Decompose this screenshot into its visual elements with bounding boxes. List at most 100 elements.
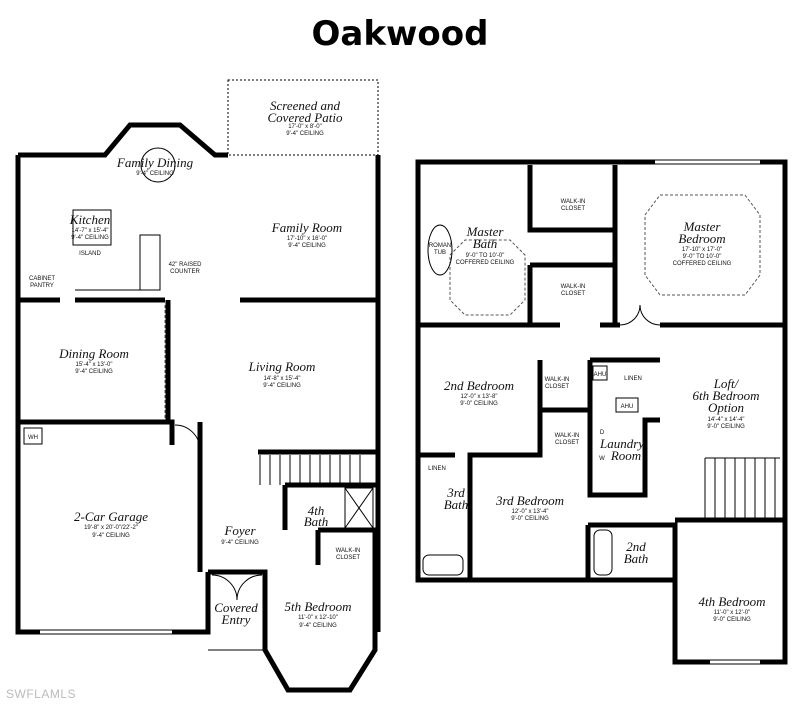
- room-size: 14'-4" x 14'-4": [708, 417, 745, 423]
- closet-label: CLOSET: [555, 440, 579, 446]
- counter-label: COUNTER: [170, 269, 200, 275]
- closet-label: CLOSET: [545, 384, 569, 390]
- ahu-label: AHU: [621, 404, 634, 410]
- room-master-bath: ROMAN TUB Master Bath 9'-0" TO 10'-0" CO…: [429, 224, 515, 266]
- plan-title: Oakwood: [311, 14, 489, 54]
- room-name: 2nd: [626, 539, 646, 554]
- tub-label: TUB: [434, 250, 446, 256]
- room-name: 2-Car Garage: [74, 509, 148, 524]
- room-size: 11'-0" x 12'-0": [714, 610, 750, 616]
- washer-label: W: [599, 456, 605, 462]
- room-ceiling: 9'-4" CEILING: [288, 243, 326, 249]
- room-name: Living Room: [248, 359, 316, 374]
- room-3rd-bedroom: 3rd Bedroom 12'-0" x 13'-4" 9'-0" CEILIN…: [495, 493, 564, 522]
- room-3rd-bath: 3rd Bath: [444, 485, 469, 512]
- room-name: Covered Patio: [268, 110, 343, 125]
- room-dining-room: Dining Room 15'-4" x 13'-0" 9'-4" CEILIN…: [58, 346, 129, 375]
- room-name: Kitchen: [69, 212, 110, 227]
- room-4th-bath: 4th Bath: [304, 503, 329, 529]
- room-patio: Screened and Covered Patio 17'-0" x 8'-0…: [268, 98, 343, 137]
- room-walk-in-closet-a: WALK-IN CLOSET: [561, 199, 586, 212]
- ahu-label: AHU: [594, 372, 607, 378]
- room-ceiling: 9'-0" TO 10'-0": [466, 253, 505, 259]
- pantry-label: PANTRY: [30, 283, 54, 289]
- second-floor-walls: [415, 159, 788, 665]
- room-name: Option: [708, 400, 744, 415]
- room-size: 14'-8" x 15'-4": [264, 376, 301, 382]
- room-name: Screened and: [270, 98, 340, 113]
- closet-label: CLOSET: [561, 206, 585, 212]
- room-name: 5th Bedroom: [284, 599, 351, 614]
- room-size: 17'-10" x 17'-0": [682, 247, 722, 253]
- ahu-unit: [615, 397, 639, 413]
- room-2nd-bedroom: 2nd Bedroom 12'-0" x 13'-8" 9'-0" CEILIN…: [444, 378, 514, 407]
- room-ceiling: 9'-4" CEILING: [299, 623, 337, 629]
- closet-label: CLOSET: [561, 291, 585, 297]
- closet-label: CLOSET: [336, 555, 360, 561]
- room-name: 2nd Bedroom: [444, 378, 514, 393]
- watermark: SWFLAMLS: [6, 687, 77, 701]
- room-living-room: Living Room 14'-8" x 15'-4" 9'-4" CEILIN…: [248, 359, 316, 389]
- island-label: ISLAND: [79, 251, 101, 257]
- room-kitchen: Kitchen 14'-7" x 15'-4" 9'-4" CEILING IS…: [29, 212, 202, 289]
- room-name: Master: [683, 219, 722, 234]
- closet-label: WALK-IN: [561, 199, 586, 205]
- room-2nd-bath: 2nd Bath: [624, 539, 649, 566]
- water-heater-label: WH: [28, 435, 38, 441]
- room-name: Loft/: [713, 376, 740, 391]
- room-name: Bath: [624, 551, 649, 566]
- room-name: 4th: [308, 503, 325, 518]
- room-walk-in-closet-c: WALK-IN CLOSET: [545, 377, 570, 390]
- room-ceiling: 9'-4" CEILING: [71, 235, 109, 241]
- room-family-room: Family Room 17'-10" x 16'-0" 9'-4" CEILI…: [271, 220, 342, 249]
- room-ceiling: 9'-0" CEILING: [460, 401, 498, 407]
- room-size: 12'-0" x 13'-4": [512, 509, 549, 515]
- room-ceiling: 9'-0" CEILING: [511, 516, 549, 522]
- room-ceiling: 9'-4" CEILING: [263, 383, 301, 389]
- room-name: Family Room: [271, 220, 342, 235]
- room-ceiling: 9'-0" CEILING: [713, 617, 751, 623]
- room-name: 3rd Bedroom: [495, 493, 564, 508]
- room-name: 6th Bedroom: [692, 388, 759, 403]
- room-name: Laundry: [599, 436, 644, 451]
- room-foyer: Foyer 9'-4" CEILING: [221, 523, 259, 546]
- linen-label: LINEN: [428, 466, 446, 472]
- room-name: 4th Bedroom: [698, 594, 765, 609]
- dryer-label: D: [600, 430, 605, 436]
- room-ceiling: 9'-0" CEILING: [707, 424, 745, 430]
- room-master-bedroom: Master Bedroom 17'-10" x 17'-0" 9'-0" TO…: [673, 219, 732, 267]
- room-name: Entry: [221, 612, 251, 627]
- room-garage: WH 2-Car Garage 19'-8" x 20'-0"/22'-2" 9…: [28, 435, 148, 539]
- counter-label: 42" RAISED: [169, 262, 202, 268]
- room-size: 14'-7" x 15'-4": [72, 228, 109, 234]
- room-walk-in-closet: WALK-IN CLOSET: [336, 548, 361, 561]
- room-size: 11'-0" x 12'-10": [298, 615, 338, 621]
- room-ceiling: 9'-4" CEILING: [286, 131, 324, 137]
- room-5th-bedroom: 5th Bedroom 11'-0" x 12'-10" 9'-4" CEILI…: [284, 599, 351, 629]
- room-size: 19'-8" x 20'-0"/22'-2": [84, 525, 138, 531]
- closet-label: WALK-IN: [545, 377, 570, 383]
- first-floor-walls: [15, 79, 381, 693]
- closet-label: WALK-IN: [336, 548, 361, 554]
- room-name: Foyer: [223, 523, 256, 538]
- room-ceiling: 9'-4" CEILING: [92, 533, 130, 539]
- room-name: Dining Room: [58, 346, 129, 361]
- room-walk-in-closet-d: WALK-IN CLOSET: [555, 433, 580, 446]
- room-ceiling: COFFERED CEILING: [673, 261, 732, 267]
- room-ceiling: 9'-4" CEILING: [221, 540, 259, 546]
- room-name: Bath: [473, 236, 498, 251]
- room-size: 12'-0" x 13'-8": [461, 394, 498, 400]
- room-name: Bedroom: [678, 231, 725, 246]
- room-name: Covered: [214, 600, 258, 615]
- closet-label: WALK-IN: [555, 433, 580, 439]
- room-ceiling: 9'-4" CEILING: [75, 369, 113, 375]
- room-family-dining: Family Dining 9'-4" CEILING: [116, 155, 194, 177]
- tub-label: ROMAN: [429, 243, 451, 249]
- room-size: 15'-4" x 13'-0": [76, 362, 113, 368]
- room-name: Bath: [304, 514, 329, 529]
- room-ceiling: 9'-4" CEILING: [136, 171, 174, 177]
- room-name: Master: [466, 224, 505, 239]
- room-size: 17'-10" x 16'-0": [287, 236, 327, 242]
- pantry-label: CABINET: [29, 276, 55, 282]
